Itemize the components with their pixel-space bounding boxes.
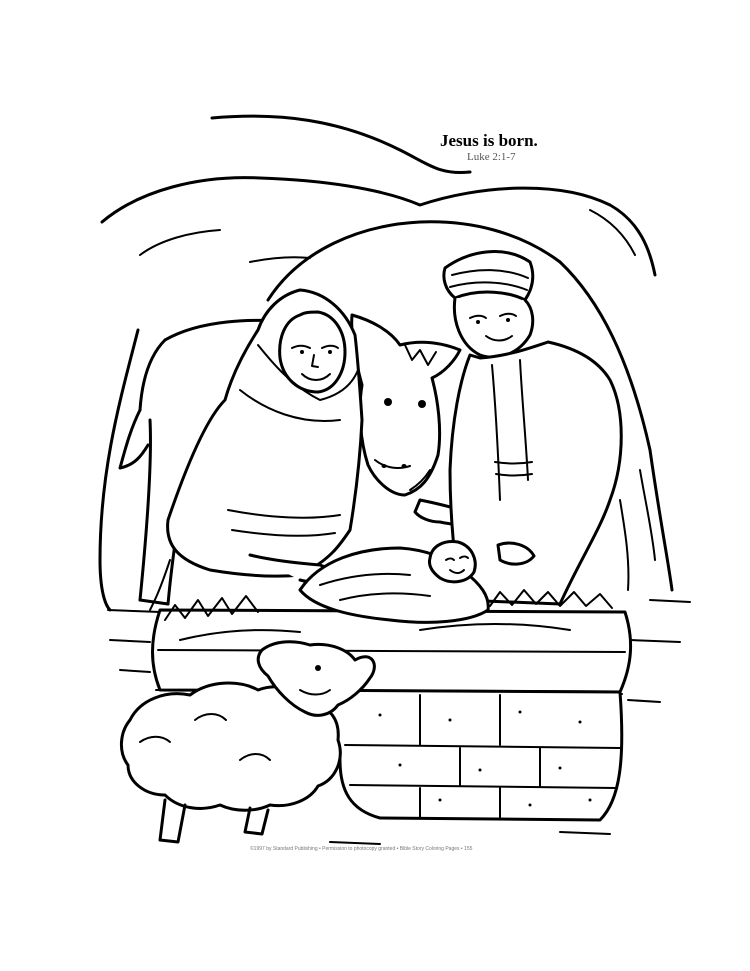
caption-title: Jesus is born. [440,131,538,150]
mary [166,288,492,590]
sheep [120,640,376,844]
cave-outline [98,114,691,613]
ground-lines [109,639,681,845]
copyright-footer: ©1997 by Standard Publishing • Permissio… [250,846,473,852]
baby-jesus [298,540,490,624]
caption-reference: Luke 2:1-7 [467,151,516,163]
joseph [442,250,623,606]
